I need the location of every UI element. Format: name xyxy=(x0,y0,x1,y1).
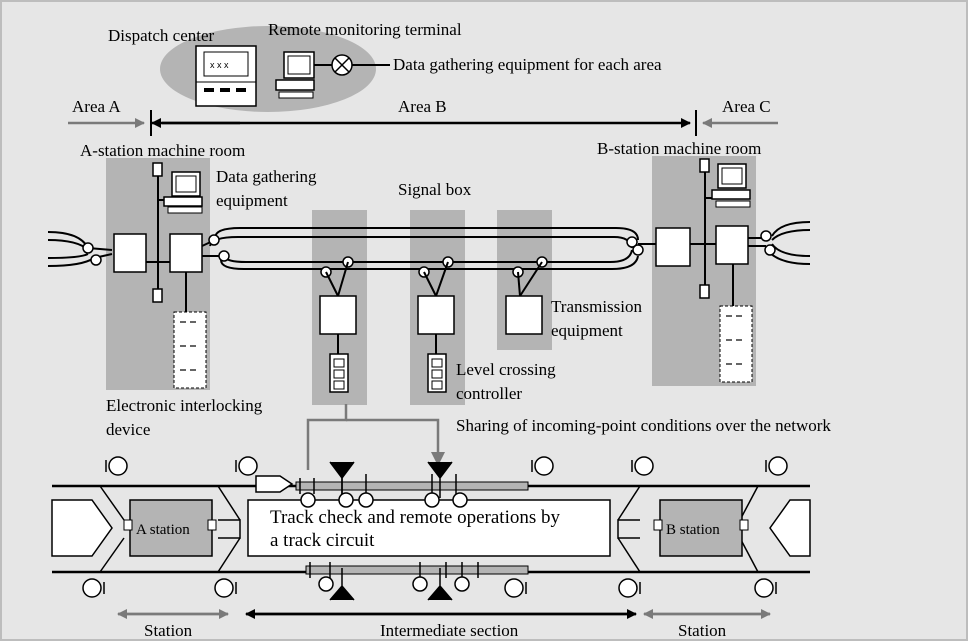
data-gathering-label-line1: Data gathering xyxy=(216,167,317,186)
level-crossing-label-line2: controller xyxy=(456,384,523,403)
data-gathering-label-line2: equipment xyxy=(216,191,288,210)
area-c-label: Area C xyxy=(722,97,771,116)
level-crossing-controller-icon-1 xyxy=(329,353,349,393)
track-diagram xyxy=(51,456,811,601)
a-interlock-unit-1 xyxy=(113,233,147,273)
level-crossing-controller-icon-2 xyxy=(427,353,447,393)
level-crossing-label-line1: Level crossing xyxy=(456,360,556,379)
remote-terminal-label: Remote monitoring terminal xyxy=(268,20,462,39)
a-machine-room-label: A-station machine room xyxy=(80,141,246,160)
a-interlock-rack xyxy=(173,311,207,389)
a-interlock-unit-2 xyxy=(169,233,203,273)
transmission-unit-3 xyxy=(505,295,543,335)
a-station-label: A station xyxy=(136,522,190,538)
intermediate-label: Intermediate section xyxy=(380,621,519,640)
b-station-label: B station xyxy=(666,522,720,538)
a-data-gathering-pc-icon xyxy=(163,171,203,214)
left-rail-branches xyxy=(47,231,113,267)
data-gathering-node-icon xyxy=(331,54,353,76)
a-room-wiring xyxy=(146,170,187,312)
interlocking-label-line1: Electronic interlocking xyxy=(106,396,263,415)
b-interlock-unit-2 xyxy=(715,225,749,265)
interlocking-label-line2: device xyxy=(106,420,151,439)
track-check-label-line1: Track check and remote operations by xyxy=(270,507,561,528)
dispatch-center-label: Dispatch center xyxy=(108,26,215,45)
svg-text:x x x: x x x xyxy=(210,60,229,70)
b-interlock-rack xyxy=(719,305,753,383)
area-b-label: Area B xyxy=(398,97,447,116)
transmission-label-line1: Transmission xyxy=(551,297,643,316)
transmission-label-line2: equipment xyxy=(551,321,623,340)
station-right-label: Station xyxy=(678,621,727,640)
b-room-wiring xyxy=(690,168,734,306)
area-a-label: Area A xyxy=(72,97,121,116)
dispatch-console-icon: x x x xyxy=(195,45,257,107)
transmission-unit-2 xyxy=(417,295,455,335)
track-check-label-line2: a track circuit xyxy=(270,530,375,551)
right-rail-branches xyxy=(748,221,811,265)
transmission-unit-1 xyxy=(319,295,357,335)
data-gathering-each-area-label: Data gathering equipment for each area xyxy=(393,55,662,74)
signal-box-label: Signal box xyxy=(398,180,472,199)
sharing-label: Sharing of incoming-point conditions ove… xyxy=(456,416,831,435)
station-left-label: Station xyxy=(144,621,193,640)
sharing-arrows xyxy=(306,404,440,470)
b-data-gathering-pc-icon xyxy=(711,163,751,208)
remote-terminal-icon xyxy=(275,51,315,99)
b-machine-room-label: B-station machine room xyxy=(597,139,762,158)
b-interlock-unit-1 xyxy=(655,227,691,267)
